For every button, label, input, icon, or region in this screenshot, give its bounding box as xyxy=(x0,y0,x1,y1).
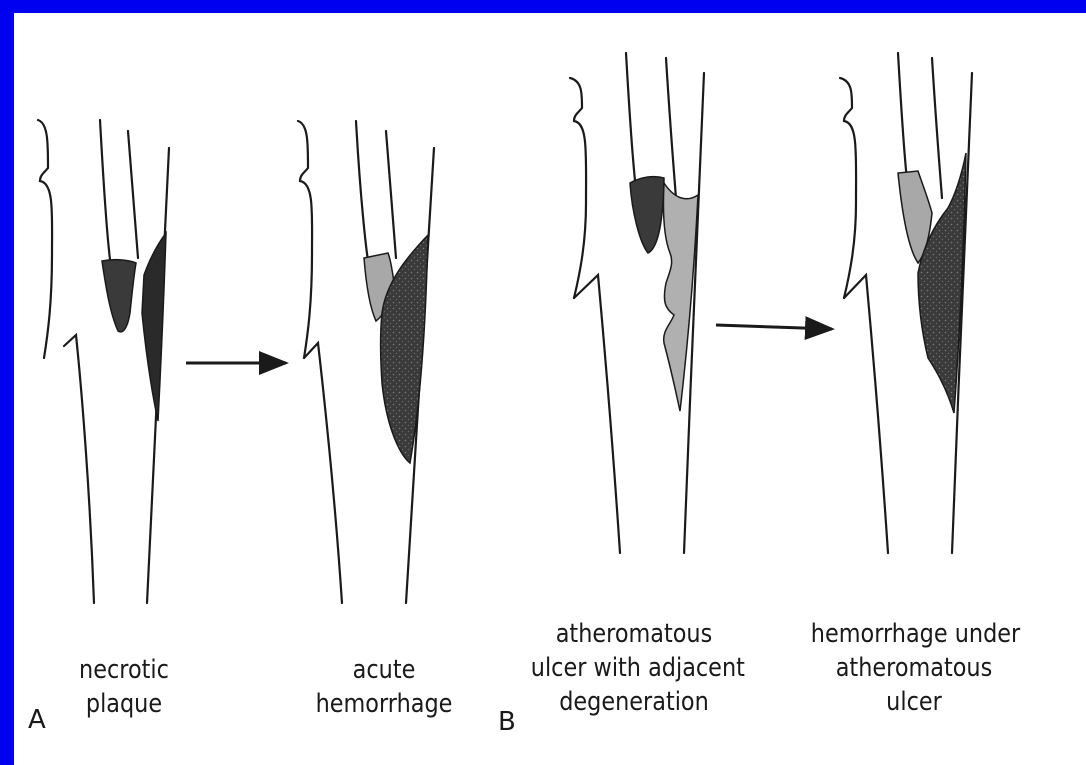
caption-line: atheromatous xyxy=(531,617,737,651)
caption-line: necrotic xyxy=(72,653,175,687)
caption-line: atheromatous xyxy=(811,651,1017,685)
progression-arrow-b xyxy=(716,325,832,329)
caption-line: ulcer with adjacent xyxy=(531,651,737,685)
caption-hemorrhage-under-ulcer: hemorrhage under atheromatous ulcer xyxy=(811,617,1017,719)
caption-line: hemorrhage under xyxy=(811,617,1017,651)
caption-line: hemorrhage xyxy=(307,687,462,721)
ulcer-dark-core xyxy=(630,177,664,253)
slide-frame: A necrotic plaque acute hemorrhage B ath… xyxy=(14,13,1086,765)
caption-line: degeneration xyxy=(531,685,737,719)
caption-necrotic-plaque: necrotic plaque xyxy=(72,653,175,721)
caption-line: plaque xyxy=(72,687,175,721)
panel-letter-a: A xyxy=(28,705,46,735)
necrotic-core xyxy=(102,260,136,332)
caption-acute-hemorrhage: acute hemorrhage xyxy=(307,653,462,721)
caption-line: acute xyxy=(307,653,462,687)
caption-line: ulcer xyxy=(811,685,1017,719)
panel-letter-b: B xyxy=(498,707,516,737)
caption-atheromatous-ulcer: atheromatous ulcer with adjacent degener… xyxy=(531,617,737,719)
ulcer-degeneration xyxy=(663,183,698,411)
plaque-deposit xyxy=(142,233,166,421)
